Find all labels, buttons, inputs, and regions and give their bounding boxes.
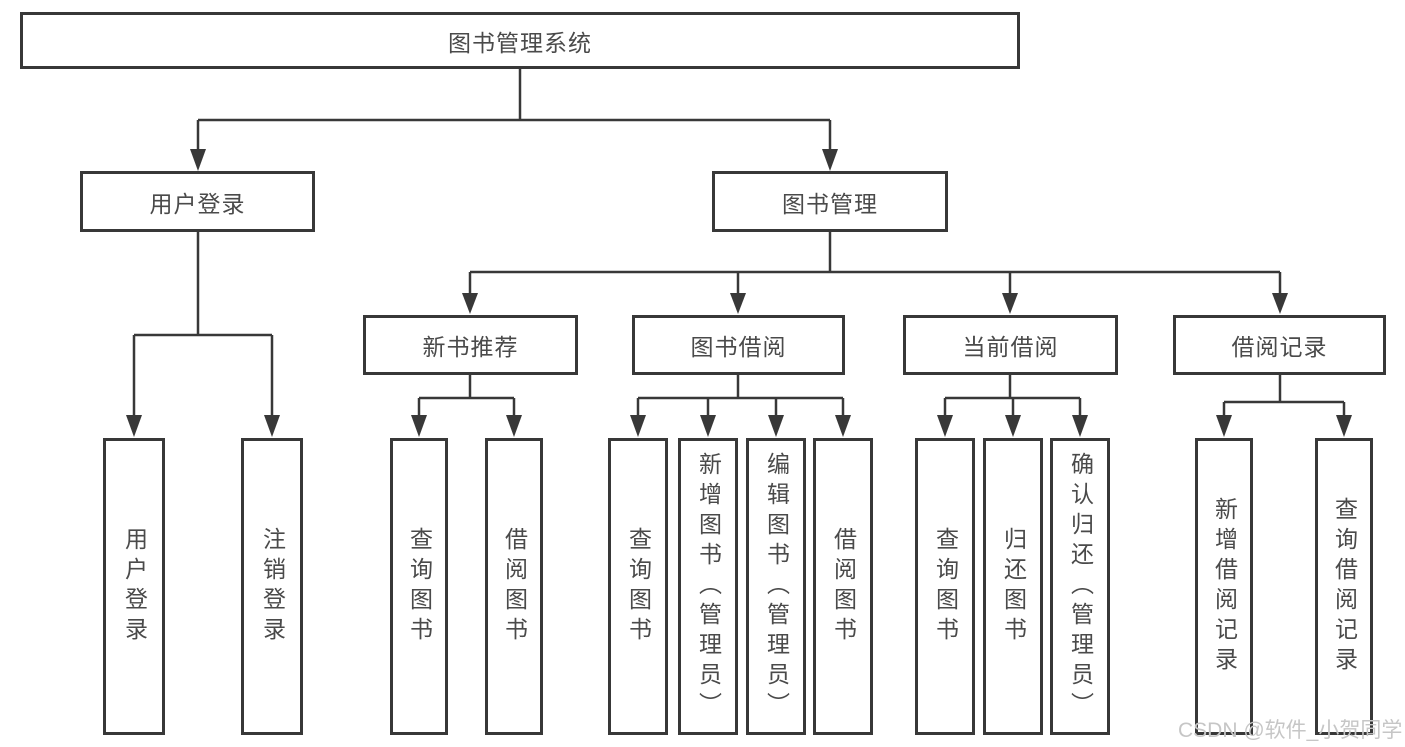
node-label: 借阅记录 [1231,334,1328,360]
node-book-management: 图书管理 [712,171,948,232]
node-label: 用户登录 [149,190,246,217]
leaf-label: 查询图书 [932,526,959,647]
node-label: 图书管理系统 [448,29,592,56]
leaf-label: 查询图书 [625,526,652,647]
leaf-label: 查询图书 [406,526,433,647]
leaf-label: 用户登录 [121,526,148,647]
leaf-label: 编辑图书（管理员） [763,451,790,722]
leaf-query-books-current: 查询图书 [915,438,975,735]
leaf-logout: 注销登录 [241,438,303,735]
leaf-query-books-borrow: 查询图书 [608,438,668,735]
leaf-user-login: 用户登录 [103,438,165,735]
csdn-watermark: CSDN @软件_小贺同学 [1178,719,1403,742]
node-current-borrow: 当前借阅 [903,315,1118,375]
node-book-management-system: 图书管理系统 [20,12,1020,69]
leaf-label: 借阅图书 [501,526,528,647]
leaf-label: 新增借阅记录 [1211,496,1238,677]
leaf-label: 注销登录 [259,526,286,647]
arrowheads [126,149,1352,437]
node-label: 当前借阅 [962,334,1059,360]
leaf-label: 查询借阅记录 [1331,496,1358,677]
node-new-book-recommend: 新书推荐 [363,315,578,375]
leaf-query-books-recommend: 查询图书 [390,438,448,735]
node-label: 图书管理 [782,190,878,217]
leaf-label: 新增图书（管理员） [695,451,722,722]
node-label: 图书借阅 [690,334,787,360]
leaf-add-books-admin: 新增图书（管理员） [678,438,738,735]
leaf-borrow-books-recommend: 借阅图书 [485,438,543,735]
leaf-label: 借阅图书 [830,526,857,647]
node-book-borrow: 图书借阅 [632,315,845,375]
leaf-label: 确认归还（管理员） [1067,451,1094,722]
node-user-login: 用户登录 [80,171,315,232]
leaf-return-books: 归还图书 [983,438,1043,735]
connector-strokes [132,68,1346,417]
node-label: 新书推荐 [422,334,519,360]
leaf-borrow-books: 借阅图书 [813,438,873,735]
leaf-add-borrow-record: 新增借阅记录 [1195,438,1253,735]
leaf-query-borrow-record: 查询借阅记录 [1315,438,1373,735]
leaf-label: 归还图书 [1000,526,1027,647]
node-borrow-records: 借阅记录 [1173,315,1386,375]
leaf-edit-books-admin: 编辑图书（管理员） [746,438,806,735]
leaf-confirm-return-admin: 确认归还（管理员） [1050,438,1110,735]
